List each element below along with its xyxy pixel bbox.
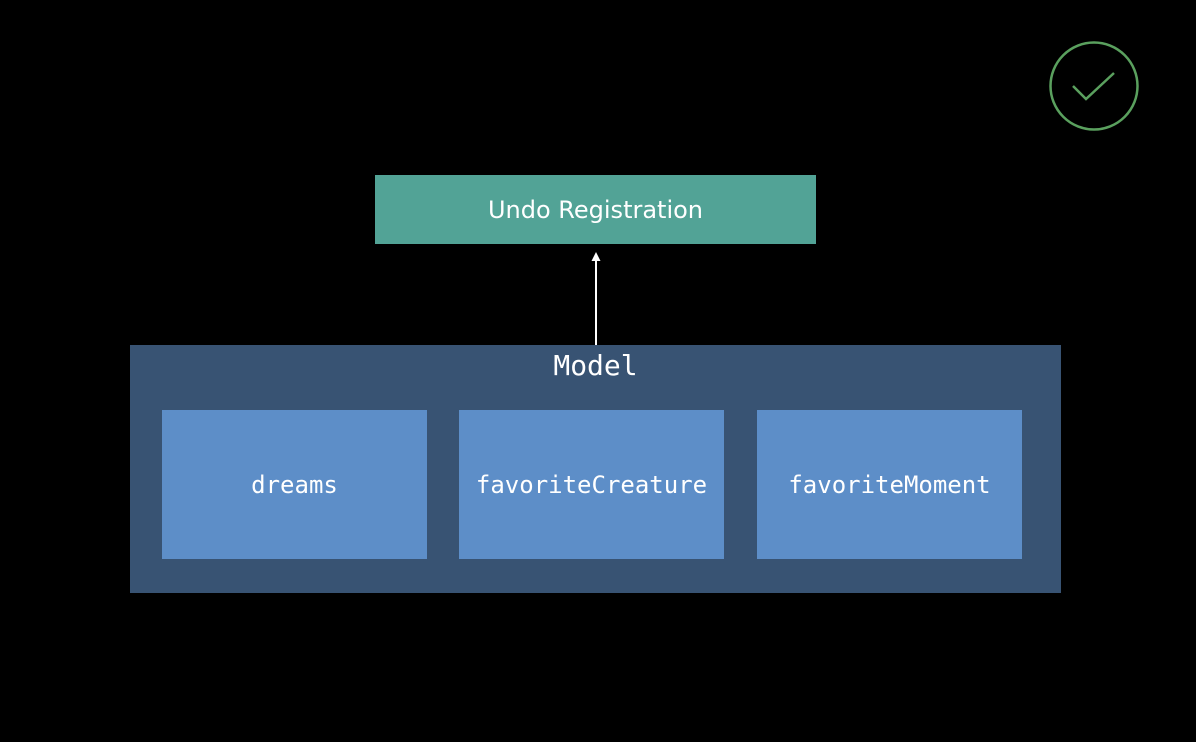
undo-registration-label: Undo Registration	[487, 195, 704, 224]
checkmark-icon	[1049, 41, 1139, 131]
property-box-favorite-moment: favoriteMoment	[757, 410, 1022, 559]
property-label: favoriteCreature	[475, 470, 708, 499]
undo-registration-box: Undo Registration	[375, 175, 816, 244]
model-box: Model dreams favoriteCreature favoriteMo…	[130, 345, 1061, 593]
arrow-model-to-undo	[591, 252, 601, 345]
property-label: dreams	[251, 470, 338, 499]
property-box-dreams: dreams	[162, 410, 427, 559]
checkmark-badge	[1049, 41, 1139, 131]
property-label: favoriteMoment	[788, 470, 991, 499]
model-title: Model	[553, 349, 638, 382]
property-box-favorite-creature: favoriteCreature	[459, 410, 724, 559]
